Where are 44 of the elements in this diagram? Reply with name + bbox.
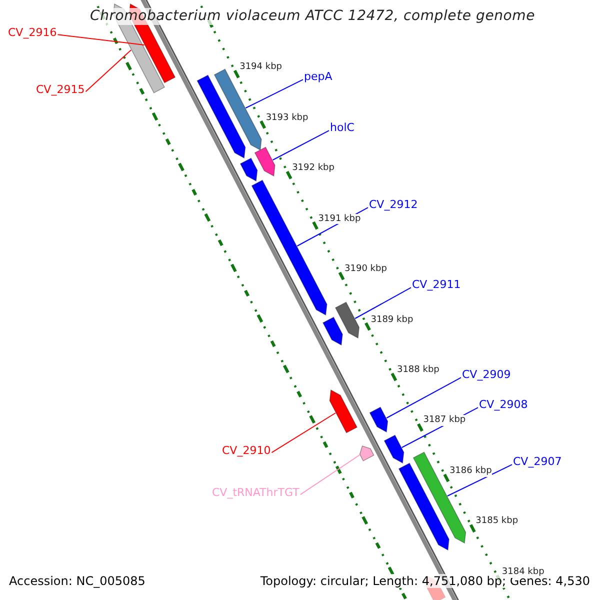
scale-label: 3185 kbp xyxy=(476,516,518,528)
leader-line xyxy=(57,34,145,46)
gene-label: CV_2910 xyxy=(222,444,271,458)
scale-label: 3187 kbp xyxy=(423,415,466,426)
leader-line xyxy=(272,130,330,160)
gene-label: CV_tRNAThrTGT xyxy=(212,486,300,500)
map-title: Chromobacterium violaceum ATCC 12472, complete genome xyxy=(90,8,536,25)
scale-label: 3186 kbp xyxy=(449,466,492,477)
accession-text: Accession: NC_005085 xyxy=(9,574,146,588)
scale-label: 3191 kbp xyxy=(318,214,361,224)
gene-label: CV_2909 xyxy=(462,368,511,382)
gene-label: CV_2912 xyxy=(369,198,418,212)
gene-block xyxy=(240,158,258,182)
gene-block xyxy=(369,406,388,433)
gene-block xyxy=(322,316,343,346)
scale-label: 3194 kbp xyxy=(240,62,282,73)
gene-label: holC xyxy=(330,121,354,134)
gene-label: pepA xyxy=(304,70,332,84)
gene-block xyxy=(384,434,404,464)
leader-line xyxy=(300,454,360,496)
gene-block xyxy=(334,302,360,339)
scale-label: 3193 kbp xyxy=(266,112,308,124)
leader-line xyxy=(446,464,512,496)
leader-line xyxy=(271,412,336,454)
gene-block xyxy=(196,74,246,159)
leader-line xyxy=(85,50,132,92)
leader-line xyxy=(354,287,412,319)
gene-block xyxy=(254,146,276,177)
gene-block xyxy=(329,389,358,434)
gene-block xyxy=(359,446,374,462)
gene-block xyxy=(398,462,450,551)
scale-label: 3189 kbp xyxy=(370,314,414,326)
leader-line xyxy=(386,377,462,418)
scale-label: 3184 kbp xyxy=(502,566,544,578)
gene-label: CV_2915 xyxy=(36,83,85,96)
scale-label: 3188 kbp xyxy=(396,364,440,376)
gene-label: CV_2916 xyxy=(8,26,57,40)
gene-label: CV_2907 xyxy=(513,455,562,468)
gene-label: CV_2908 xyxy=(479,398,528,412)
gene-block xyxy=(214,68,262,151)
scale-label: 3192 kbp xyxy=(292,163,334,174)
scale-label: 3190 kbp xyxy=(344,264,387,275)
gene-label: CV_2911 xyxy=(412,278,461,292)
leader-line xyxy=(245,79,304,108)
